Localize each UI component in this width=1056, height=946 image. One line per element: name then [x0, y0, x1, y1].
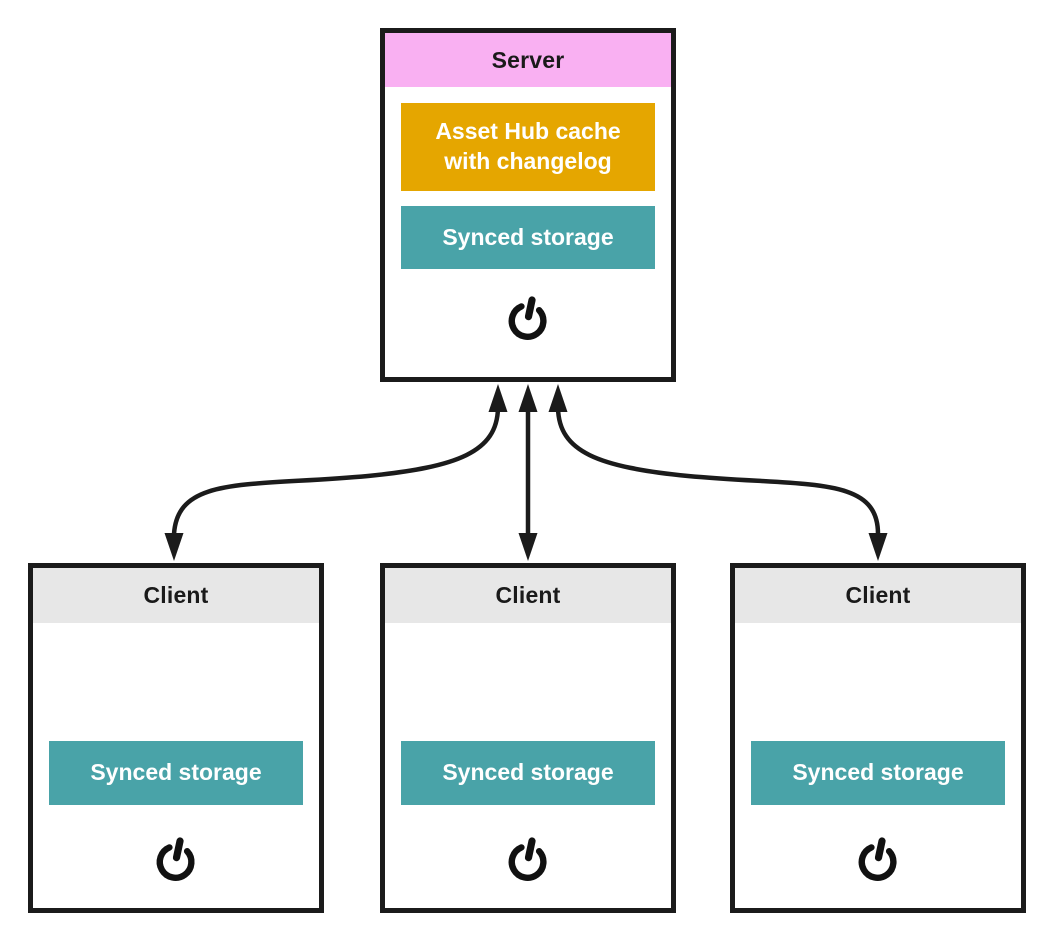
- client3-synced-storage-label: Synced storage: [792, 759, 964, 786]
- client3-synced-storage-chip: Synced storage: [751, 741, 1005, 805]
- client-node-3: Client Synced storage: [730, 563, 1026, 913]
- client1-header: Client: [33, 568, 319, 623]
- server-title: Server: [491, 46, 565, 73]
- client-node-2: Client Synced storage: [380, 563, 676, 913]
- power-icon: [156, 837, 195, 881]
- client2-title: Client: [495, 582, 561, 608]
- arrowhead-down-left: [164, 533, 184, 561]
- client1-synced-storage-chip: Synced storage: [49, 741, 303, 805]
- server-synced-storage-chip: Synced storage: [401, 206, 655, 269]
- client1-title: Client: [143, 582, 209, 608]
- server-synced-storage-label: Synced storage: [442, 223, 614, 250]
- client3-header: Client: [735, 568, 1021, 623]
- power-icon: [508, 296, 547, 340]
- server-client1-arrow-shaft: [171, 405, 501, 537]
- client-node-1: Client Synced storage: [28, 563, 324, 913]
- power-icon: [508, 837, 547, 881]
- arrowhead-down-mid: [518, 533, 538, 561]
- client2-synced-storage-label: Synced storage: [442, 759, 614, 786]
- server-node: Server Asset Hub cache with changelog Sy…: [380, 28, 676, 382]
- client3-title: Client: [845, 582, 911, 608]
- arrowhead-up-left: [488, 384, 508, 412]
- client2-synced-storage-chip: Synced storage: [401, 741, 655, 805]
- arrowhead-up-right: [548, 384, 568, 412]
- power-icon: [858, 837, 897, 881]
- arrowhead-down-right: [868, 533, 888, 561]
- asset-hub-cache-chip: Asset Hub cache with changelog: [401, 103, 655, 191]
- server-header: Server: [385, 33, 671, 87]
- arrowhead-up-mid: [518, 384, 538, 412]
- client2-header: Client: [385, 568, 671, 623]
- asset-hub-cache-label: Asset Hub cache with changelog: [435, 118, 621, 174]
- server-client3-arrow-shaft: [555, 405, 881, 537]
- client1-synced-storage-label: Synced storage: [90, 759, 262, 786]
